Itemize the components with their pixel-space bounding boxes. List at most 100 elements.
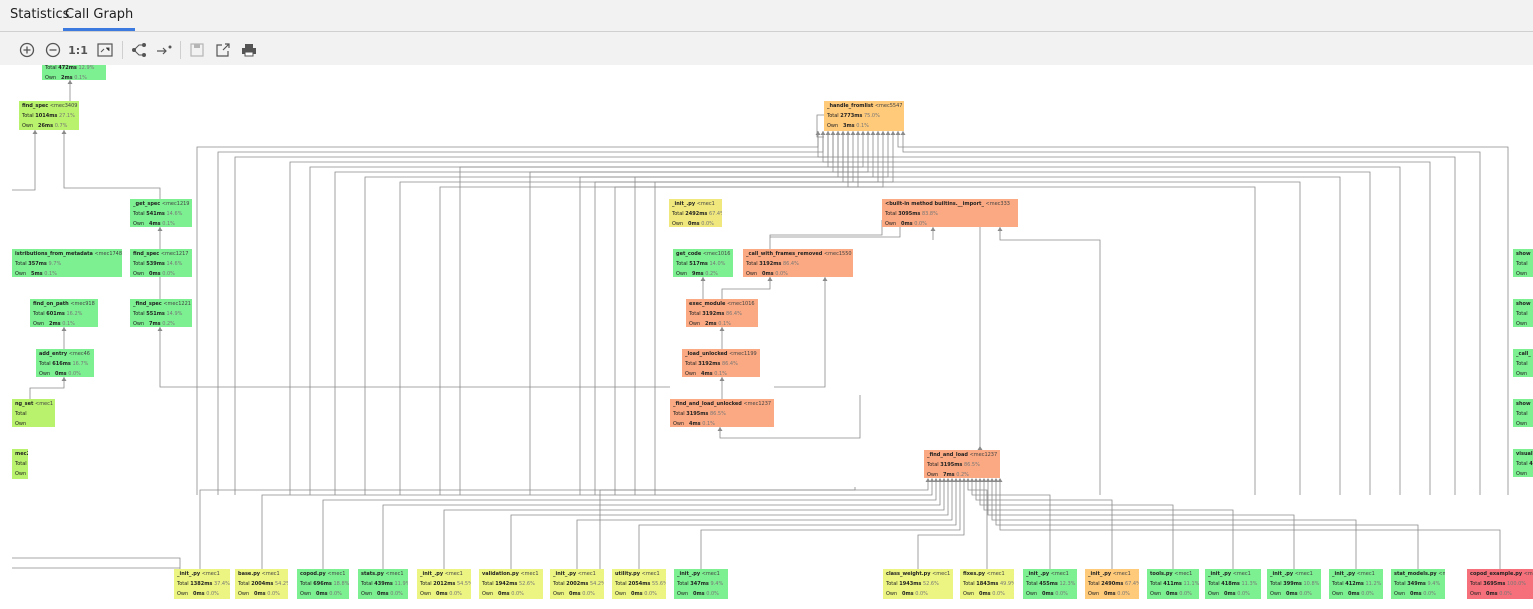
node-total-time: 517ms — [689, 261, 708, 267]
node-total-time: 616ms — [52, 361, 71, 367]
call-node[interactable]: show Total Own — [1513, 399, 1533, 427]
own-label: Own — [685, 371, 701, 377]
call-node[interactable]: show Total Own — [1513, 249, 1533, 277]
call-edge — [967, 482, 988, 569]
node-own-percent: 0.0% — [267, 591, 280, 597]
export-button[interactable] — [212, 39, 234, 61]
node-total-percent: 10.8% — [1303, 581, 1320, 587]
zoom-out-button[interactable] — [42, 39, 64, 61]
print-button[interactable] — [238, 39, 260, 61]
edge-arrow — [700, 277, 706, 281]
edge-arrow — [61, 327, 67, 331]
edge-arrow — [719, 327, 725, 331]
call-edge — [261, 482, 933, 569]
edge-arrow — [977, 478, 983, 482]
node-total-time: 3192ms — [698, 361, 721, 367]
own-label: Own — [22, 123, 38, 129]
call-node[interactable]: _call_ Total Own — [1513, 349, 1533, 377]
call-node[interactable]: copod_example.py <miTotal 3695ms 100.0%O… — [1467, 569, 1533, 599]
total-label: Total — [133, 311, 147, 317]
total-label: Total — [45, 65, 59, 71]
tab-call-graph[interactable]: Call Graph — [63, 0, 136, 31]
call-node[interactable]: Total 472ms 12.9%Own 2ms 0.1% — [42, 65, 106, 80]
node-title: _init_.py — [177, 571, 201, 577]
edge-arrow — [977, 446, 983, 450]
node-address: <mec1 — [1232, 571, 1251, 577]
call-edge — [975, 482, 1113, 569]
total-label: Total — [15, 461, 28, 467]
call-node[interactable]: visuali Total 4 Own — [1513, 449, 1533, 477]
save-button[interactable] — [186, 39, 208, 61]
own-label: Own — [15, 471, 27, 477]
actual-size-button[interactable]: 1:1 — [68, 43, 88, 57]
edge-arrow — [993, 478, 999, 482]
total-label: Total — [553, 581, 567, 587]
call-edge — [364, 131, 849, 495]
call-graph-canvas[interactable]: Total 472ms 12.9%Own 2ms 0.1% find_spec <… — [0, 65, 1533, 609]
call-node[interactable]: show Total Own — [1513, 299, 1533, 327]
tab-statistics[interactable]: Statistics — [10, 7, 70, 22]
layout-button[interactable] — [128, 39, 150, 61]
route-edges-button[interactable] — [153, 39, 175, 61]
node-own-time: 0ms — [315, 591, 328, 597]
total-label: Total — [39, 361, 53, 367]
call-node[interactable]: mec2 Total 0.7%Own 0.0% — [12, 449, 28, 479]
node-total-percent: 14.6% — [166, 261, 183, 267]
node-own-time: 0ms — [376, 591, 389, 597]
node-title: mec2 — [15, 451, 28, 457]
edge-arrow — [32, 130, 38, 134]
total-label: Total — [677, 581, 691, 587]
call-edge — [63, 130, 161, 199]
own-label: Own — [615, 591, 631, 597]
call-node[interactable]: <built-in method builtins.__import_ <mec… — [882, 199, 1018, 227]
total-label: Total — [420, 581, 434, 587]
node-total-time: 2012ms — [433, 581, 456, 587]
node-total-time: 357ms — [28, 261, 47, 267]
fit-content-button[interactable] — [94, 39, 116, 61]
node-total-time: 2492ms — [685, 211, 708, 217]
own-label: Own — [238, 591, 254, 597]
node-own-time: 2ms — [60, 75, 73, 81]
node-address: <mi — [1523, 571, 1533, 577]
own-label: Own — [45, 75, 61, 81]
zoom-in-button[interactable] — [16, 39, 38, 61]
node-own-time: 0ms — [1347, 591, 1360, 597]
node-own-time: 3ms — [842, 123, 855, 129]
node-own-percent: 0.1% — [702, 421, 715, 427]
node-title: find_spec — [133, 251, 160, 257]
